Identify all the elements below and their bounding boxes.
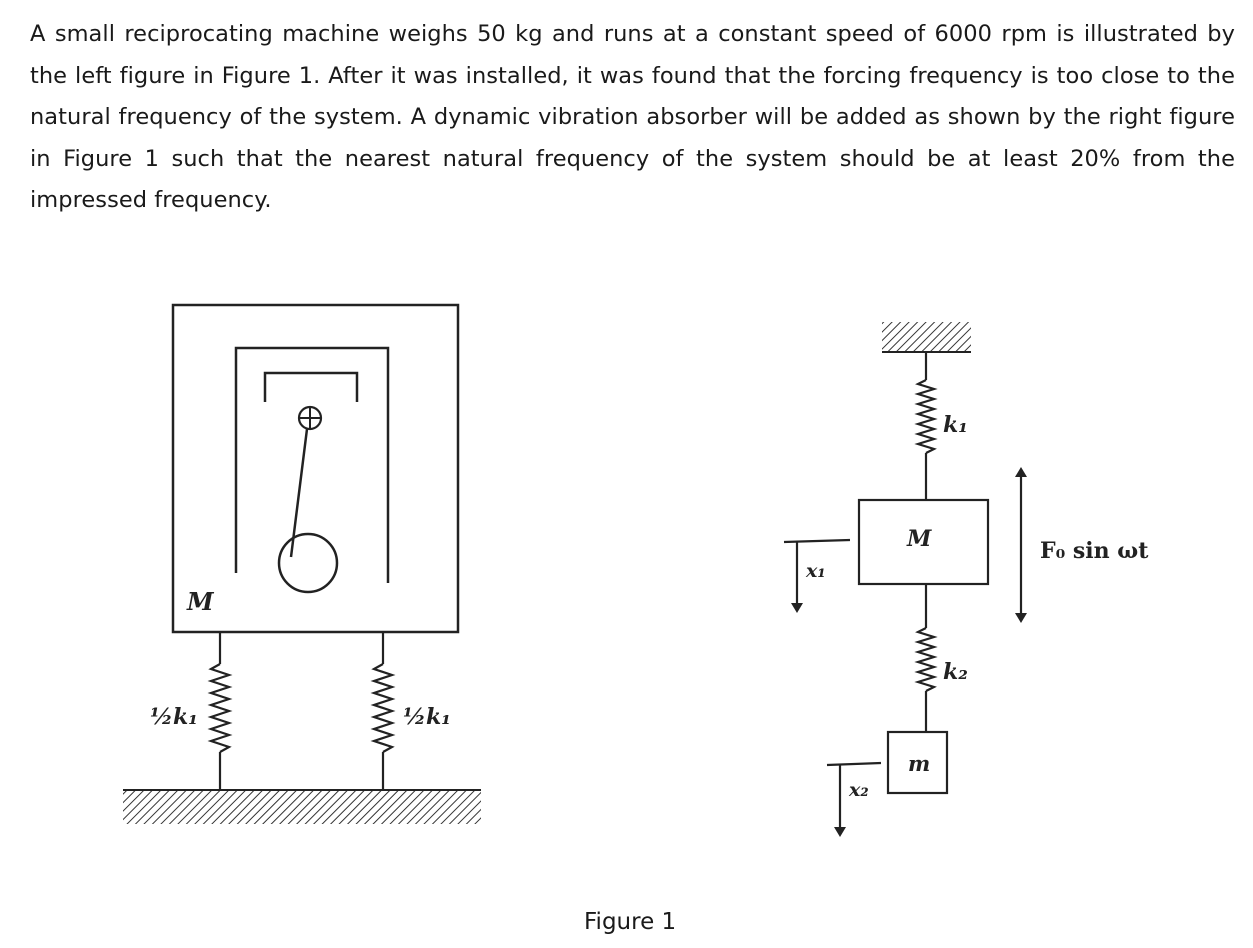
bottom-spring-k2 — [914, 584, 938, 732]
figure-caption: Figure 1 — [584, 909, 677, 935]
cylinder-outer — [234, 346, 390, 583]
x1-label: x₁ — [805, 560, 826, 582]
connecting-rod — [289, 428, 309, 558]
x2-label: x₂ — [848, 779, 869, 801]
left-figure: M ½k₁ ½k₁ — [123, 303, 481, 824]
right-spring-label: ½k₁ — [403, 704, 451, 730]
bottom-spring-label: k₂ — [943, 659, 968, 685]
ceiling — [882, 322, 971, 352]
top-spring-label: k₁ — [943, 412, 968, 438]
problem-statement: A small reciprocating machine weighs 50 … — [30, 21, 1235, 213]
right-spring — [370, 632, 396, 790]
left-spring-label: ½k₁ — [150, 704, 198, 730]
wrist-pin-icon — [297, 405, 323, 431]
piston — [263, 371, 359, 402]
left-mass-label: M — [186, 587, 215, 616]
crank-disc — [277, 532, 339, 594]
absorber-mass-block — [886, 730, 949, 795]
force-label: F₀ sin ωt — [1040, 538, 1149, 564]
right-figure: k₁ M F₀ sin ωt x₁ k₂ m x₂ — [783, 322, 1149, 837]
left-spring — [207, 632, 233, 790]
absorber-mass-label: m — [908, 751, 930, 776]
machine-housing — [171, 303, 460, 634]
main-mass-label: M — [906, 526, 932, 552]
x2-coordinate-arrow — [826, 761, 882, 837]
left-ground — [123, 790, 481, 824]
x1-coordinate-arrow — [783, 538, 851, 613]
main-mass-block — [857, 498, 990, 586]
top-spring-k1 — [914, 352, 938, 500]
